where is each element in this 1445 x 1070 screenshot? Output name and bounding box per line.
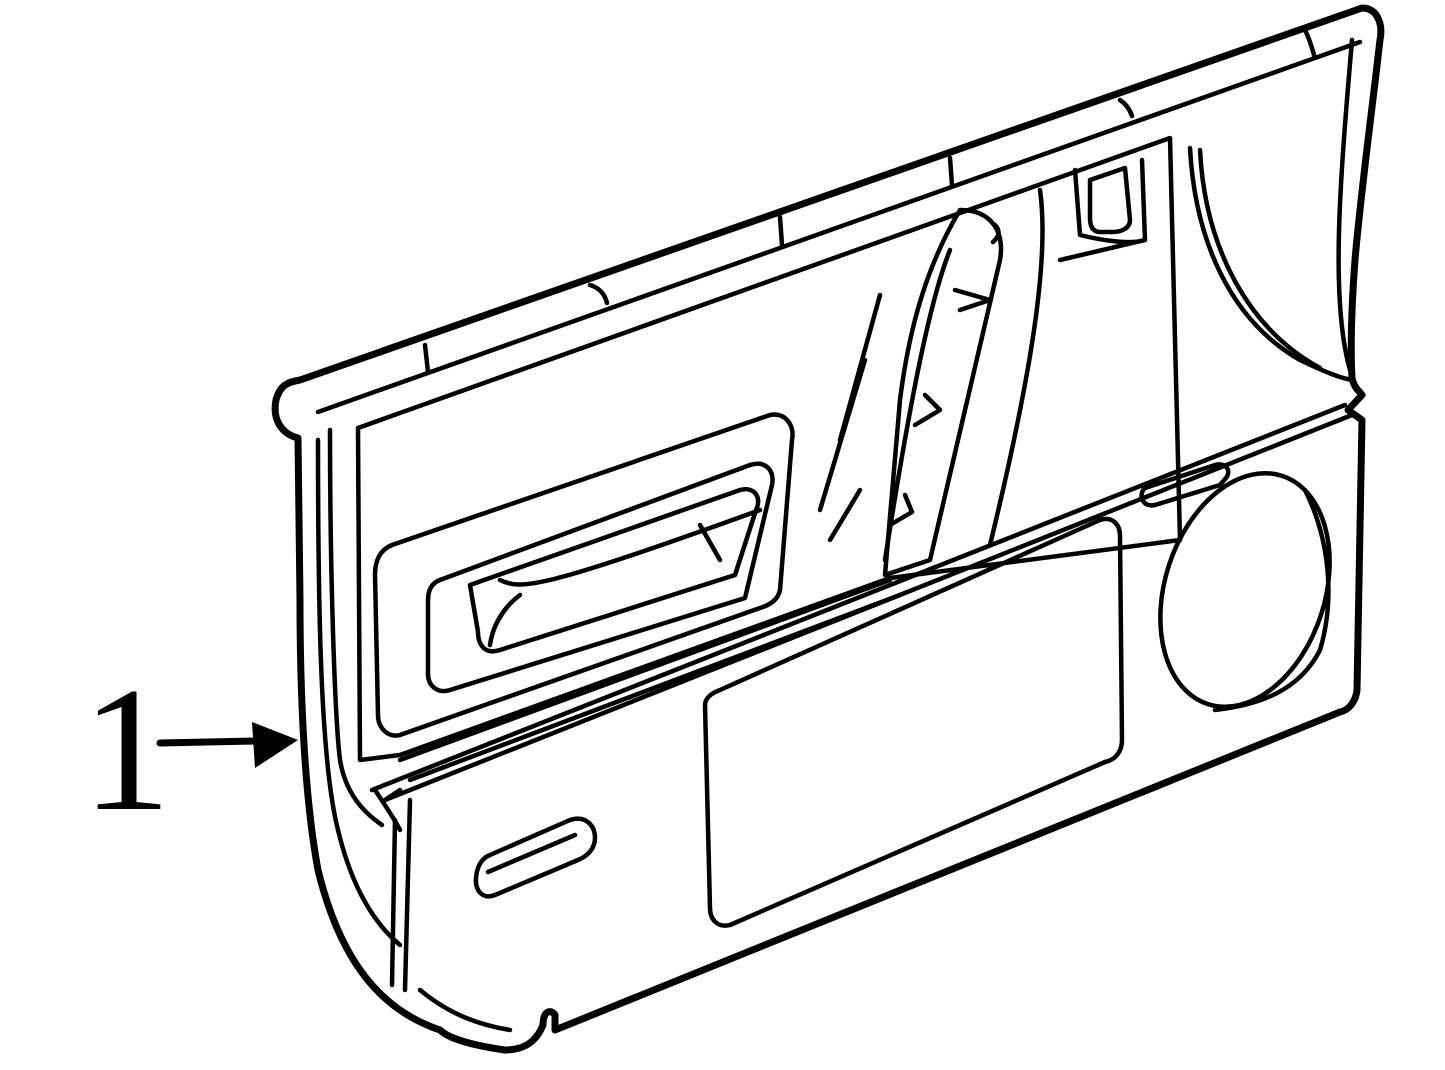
pull-cup-inner bbox=[467, 486, 761, 654]
map-pocket bbox=[702, 516, 1125, 928]
armrest-outer bbox=[372, 412, 795, 738]
callout-arrow-shaft bbox=[156, 737, 259, 747]
left-inner-contour-2 bbox=[327, 427, 385, 828]
panel-outer-outline bbox=[271, 4, 1385, 1054]
pull-handle-lines bbox=[487, 507, 763, 648]
rail-segment-ticks bbox=[422, 27, 1317, 375]
speaker-inner-arc bbox=[1212, 487, 1331, 713]
switch-bezel-outer bbox=[882, 207, 1004, 578]
upper-recess-inner-curve bbox=[1197, 147, 1323, 371]
speaker-grille bbox=[1158, 470, 1332, 710]
top-rail-inner-line-2 bbox=[1336, 37, 1355, 373]
callout-number-1: 1 bbox=[82, 650, 171, 848]
small-vent bbox=[1139, 462, 1231, 508]
switch-triangles bbox=[887, 287, 993, 528]
lower-divider-strip bbox=[372, 577, 903, 833]
lower-divider-rib bbox=[389, 797, 413, 993]
switch-mark bbox=[990, 222, 1001, 245]
bottom-inner-edge bbox=[417, 987, 513, 1033]
lower-left-handle bbox=[473, 816, 598, 899]
switch-bezel-right bbox=[987, 187, 1045, 548]
top-rail-inner-line bbox=[315, 39, 1363, 415]
pull-cup-outer bbox=[425, 461, 775, 694]
callout-arrow-head bbox=[252, 722, 298, 768]
lock-switch bbox=[1057, 157, 1148, 263]
left-inner-contour bbox=[315, 437, 403, 948]
upper-recess-right-curve bbox=[1187, 145, 1355, 383]
switch-bezel-lines bbox=[817, 247, 953, 563]
